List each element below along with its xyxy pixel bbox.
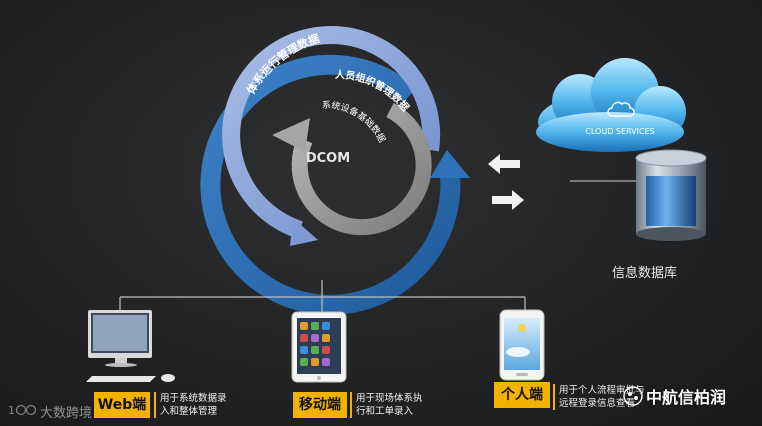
database-icon xyxy=(570,149,707,241)
arrow-left-icon xyxy=(488,154,520,174)
web-client-desc-line1: 用于系统数据录 xyxy=(160,393,227,404)
middle-ring-arrowhead xyxy=(290,218,318,246)
watermark-logo-icon: 1 xyxy=(8,404,37,417)
brand-name: 中航信柏润 xyxy=(646,388,727,407)
svg-text:系统设备基础数据: 系统设备基础数据 xyxy=(322,99,388,145)
inner-ring-label: 系统设备基础数据 xyxy=(322,99,388,145)
personal-client-description: 用于个人流程审批与 远程登录信息查看 xyxy=(553,384,645,410)
middle-ring xyxy=(222,25,441,246)
personal-client-desc-line2: 远程登录信息查看 xyxy=(559,398,636,409)
desktop-computer-icon xyxy=(86,310,175,382)
cloud-icon xyxy=(536,58,686,152)
database-label: 信息数据库 xyxy=(612,266,678,281)
outer-ring-arrowhead xyxy=(430,150,470,178)
inner-ring-arrowhead xyxy=(272,118,310,152)
mobile-client-label: 移动端 xyxy=(293,392,347,418)
outer-ring xyxy=(200,54,470,315)
web-client-desc-line2: 入和整体管理 xyxy=(160,406,218,417)
mobile-client-desc-line2: 行和工单录入 xyxy=(356,406,414,417)
web-client-label: Web端 xyxy=(94,392,150,418)
arrow-right-icon xyxy=(492,190,524,210)
web-client-description: 用于系统数据录 入和整体管理 xyxy=(154,392,227,418)
mobile-client-description: 用于现场体系执 行和工单录入 xyxy=(350,392,423,418)
brand-logo-icon xyxy=(623,386,643,406)
client-connectors xyxy=(119,280,526,312)
personal-client-label: 个人端 xyxy=(494,382,550,408)
inner-ring xyxy=(272,102,432,236)
cloud-label: CLOUD SERVICES xyxy=(585,127,654,136)
personal-client-desc-line1: 用于个人流程审批与 xyxy=(559,385,645,396)
mobile-client-desc-line1: 用于现场体系执 xyxy=(356,393,423,404)
tablet-icon xyxy=(291,311,347,383)
exchange-arrows xyxy=(488,154,524,210)
svg-text:1: 1 xyxy=(8,404,15,417)
smartphone-icon xyxy=(499,309,545,381)
center-label: DCOM xyxy=(306,151,350,166)
watermark-text: 大数跨境 xyxy=(40,406,93,421)
